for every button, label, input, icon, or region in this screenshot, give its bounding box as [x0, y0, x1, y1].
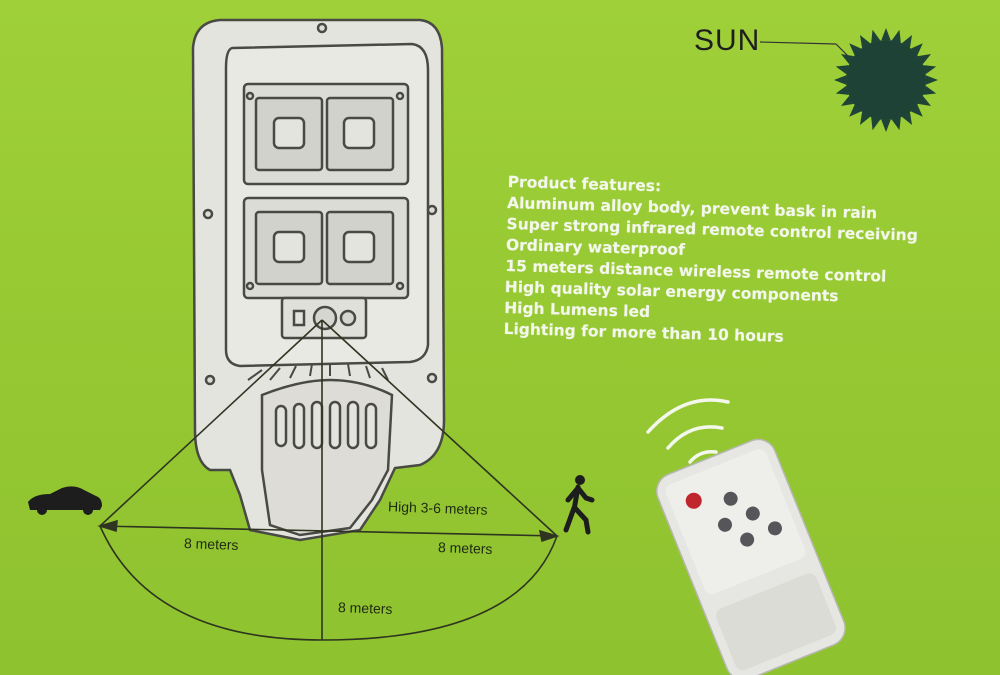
sun-ray — [891, 117, 901, 131]
sun-ray — [834, 75, 847, 85]
depth-label: 8 meters — [337, 599, 393, 617]
right-range-label: 8 meters — [437, 539, 493, 557]
sun-label: SUN — [694, 24, 761, 57]
sun-ray — [881, 28, 891, 41]
sun-ray — [910, 43, 923, 56]
sun-ray — [910, 104, 923, 117]
sun-ray — [925, 75, 938, 85]
sun-ray — [923, 65, 937, 75]
sun-ray — [881, 119, 891, 132]
product-features: Product features: Aluminum alloy body, p… — [503, 172, 997, 354]
street-lamp-illustration — [191, 18, 446, 542]
sun-ray — [849, 43, 862, 56]
left-range-label: 8 meters — [183, 535, 239, 553]
sun-ray — [891, 29, 901, 43]
sun-ray — [835, 65, 849, 75]
walking-person-icon — [563, 475, 595, 535]
coverage-diagram — [97, 319, 560, 641]
sun-ray — [923, 85, 937, 95]
sun-ray — [835, 85, 849, 95]
height-label: High 3-6 meters — [387, 498, 488, 518]
remote-control-icon — [655, 438, 846, 675]
sun-ray — [849, 104, 862, 117]
sun-ray — [871, 29, 881, 43]
sun-icon — [759, 28, 938, 132]
sun-ray — [871, 117, 881, 131]
car-icon — [28, 486, 102, 515]
wireless-signal-icon — [646, 398, 730, 464]
